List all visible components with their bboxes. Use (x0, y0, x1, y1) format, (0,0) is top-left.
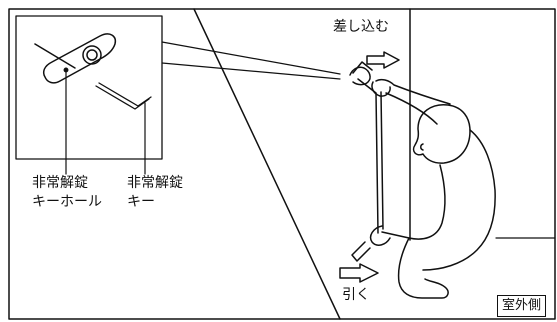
lower-hand-key (351, 241, 371, 262)
handle-plate-outline (42, 33, 117, 84)
person-front (381, 164, 446, 240)
pull-label: 引く (342, 287, 370, 303)
emergency-key-inset (95, 82, 152, 110)
door-handle-shape (349, 66, 371, 86)
keyhole-label-line1: 非常解錠 (32, 175, 88, 191)
person-back (422, 129, 496, 271)
person-leg (397, 237, 449, 299)
detail-inset-box (15, 15, 163, 160)
inset-arrow-line (34, 43, 76, 69)
door-left-edge (193, 8, 341, 320)
person-hand-lower (369, 225, 391, 246)
person-arm-upper (375, 78, 451, 125)
key-label-line2: キー (127, 194, 155, 210)
person-head (412, 104, 471, 164)
handle-knob-inner (86, 49, 98, 61)
handle-knob (82, 45, 102, 65)
keyhole-label-line2: キーホール (32, 194, 102, 210)
outside-label: 室外側 (497, 295, 547, 317)
outer-frame (8, 8, 556, 320)
key-in-door (352, 61, 384, 234)
person-ear (420, 143, 424, 151)
person-hand-upper (371, 81, 391, 97)
callout-lines (161, 41, 341, 80)
key-label-line1: 非常解錠 (127, 175, 183, 191)
pull-arrow (339, 263, 379, 283)
insert-label: 差し込む (333, 19, 389, 35)
insert-arrow (366, 51, 400, 69)
